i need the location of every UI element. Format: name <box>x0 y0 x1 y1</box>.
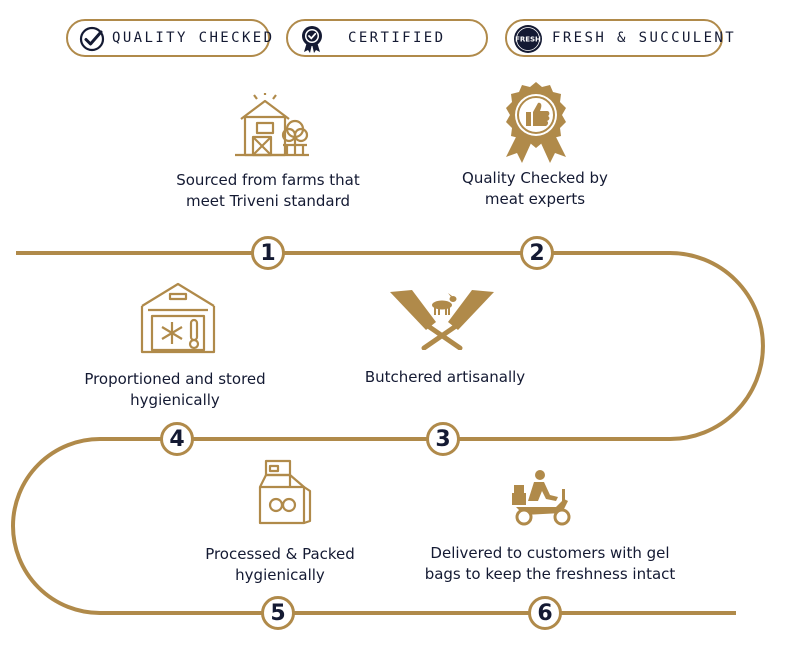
delivery-scooter-icon <box>512 470 571 526</box>
step-2-number: 2 <box>520 236 554 270</box>
check-circle-icon <box>79 26 105 52</box>
award-rosette-icon <box>302 26 322 53</box>
step-2-label: Quality Checked by meat experts <box>462 169 608 208</box>
packed-bag-icon <box>258 459 312 525</box>
step-3-number: 3 <box>426 422 460 456</box>
badge-label: CERTIFIED <box>348 30 446 46</box>
badge-label: FRESH & SUCCULENT <box>552 30 737 46</box>
cold-storage-icon <box>140 282 216 354</box>
thumbs-up-award-icon <box>506 82 566 163</box>
step-5-number: 5 <box>261 596 295 630</box>
step-4-label: Proportioned and stored hygienically <box>84 370 266 409</box>
badge-certified: CERTIFIED <box>286 19 488 57</box>
badge-label: QUALITY CHECKED <box>112 30 275 46</box>
step-3-label: Butchered artisanally <box>364 368 526 386</box>
badge-fresh-succulent: FRESH FRESH & SUCCULENT <box>505 19 734 57</box>
step-1-number: 1 <box>251 236 285 270</box>
fresh-seal-text: FRESH <box>515 36 541 44</box>
step-4-number: 4 <box>160 422 194 456</box>
badge-quality-checked: QUALITY CHECKED <box>66 19 272 57</box>
fresh-seal-icon: FRESH <box>514 25 542 53</box>
crossed-cleavers-goat-icon <box>390 290 494 350</box>
step-5-label: Processed & Packed hygienically <box>205 545 355 584</box>
step-6-number: 6 <box>528 596 562 630</box>
farm-barn-icon <box>235 93 309 157</box>
step-6-label: Delivered to customers with gel bags to … <box>424 544 676 583</box>
step-1-label: Sourced from farms that meet Triveni sta… <box>176 171 360 210</box>
